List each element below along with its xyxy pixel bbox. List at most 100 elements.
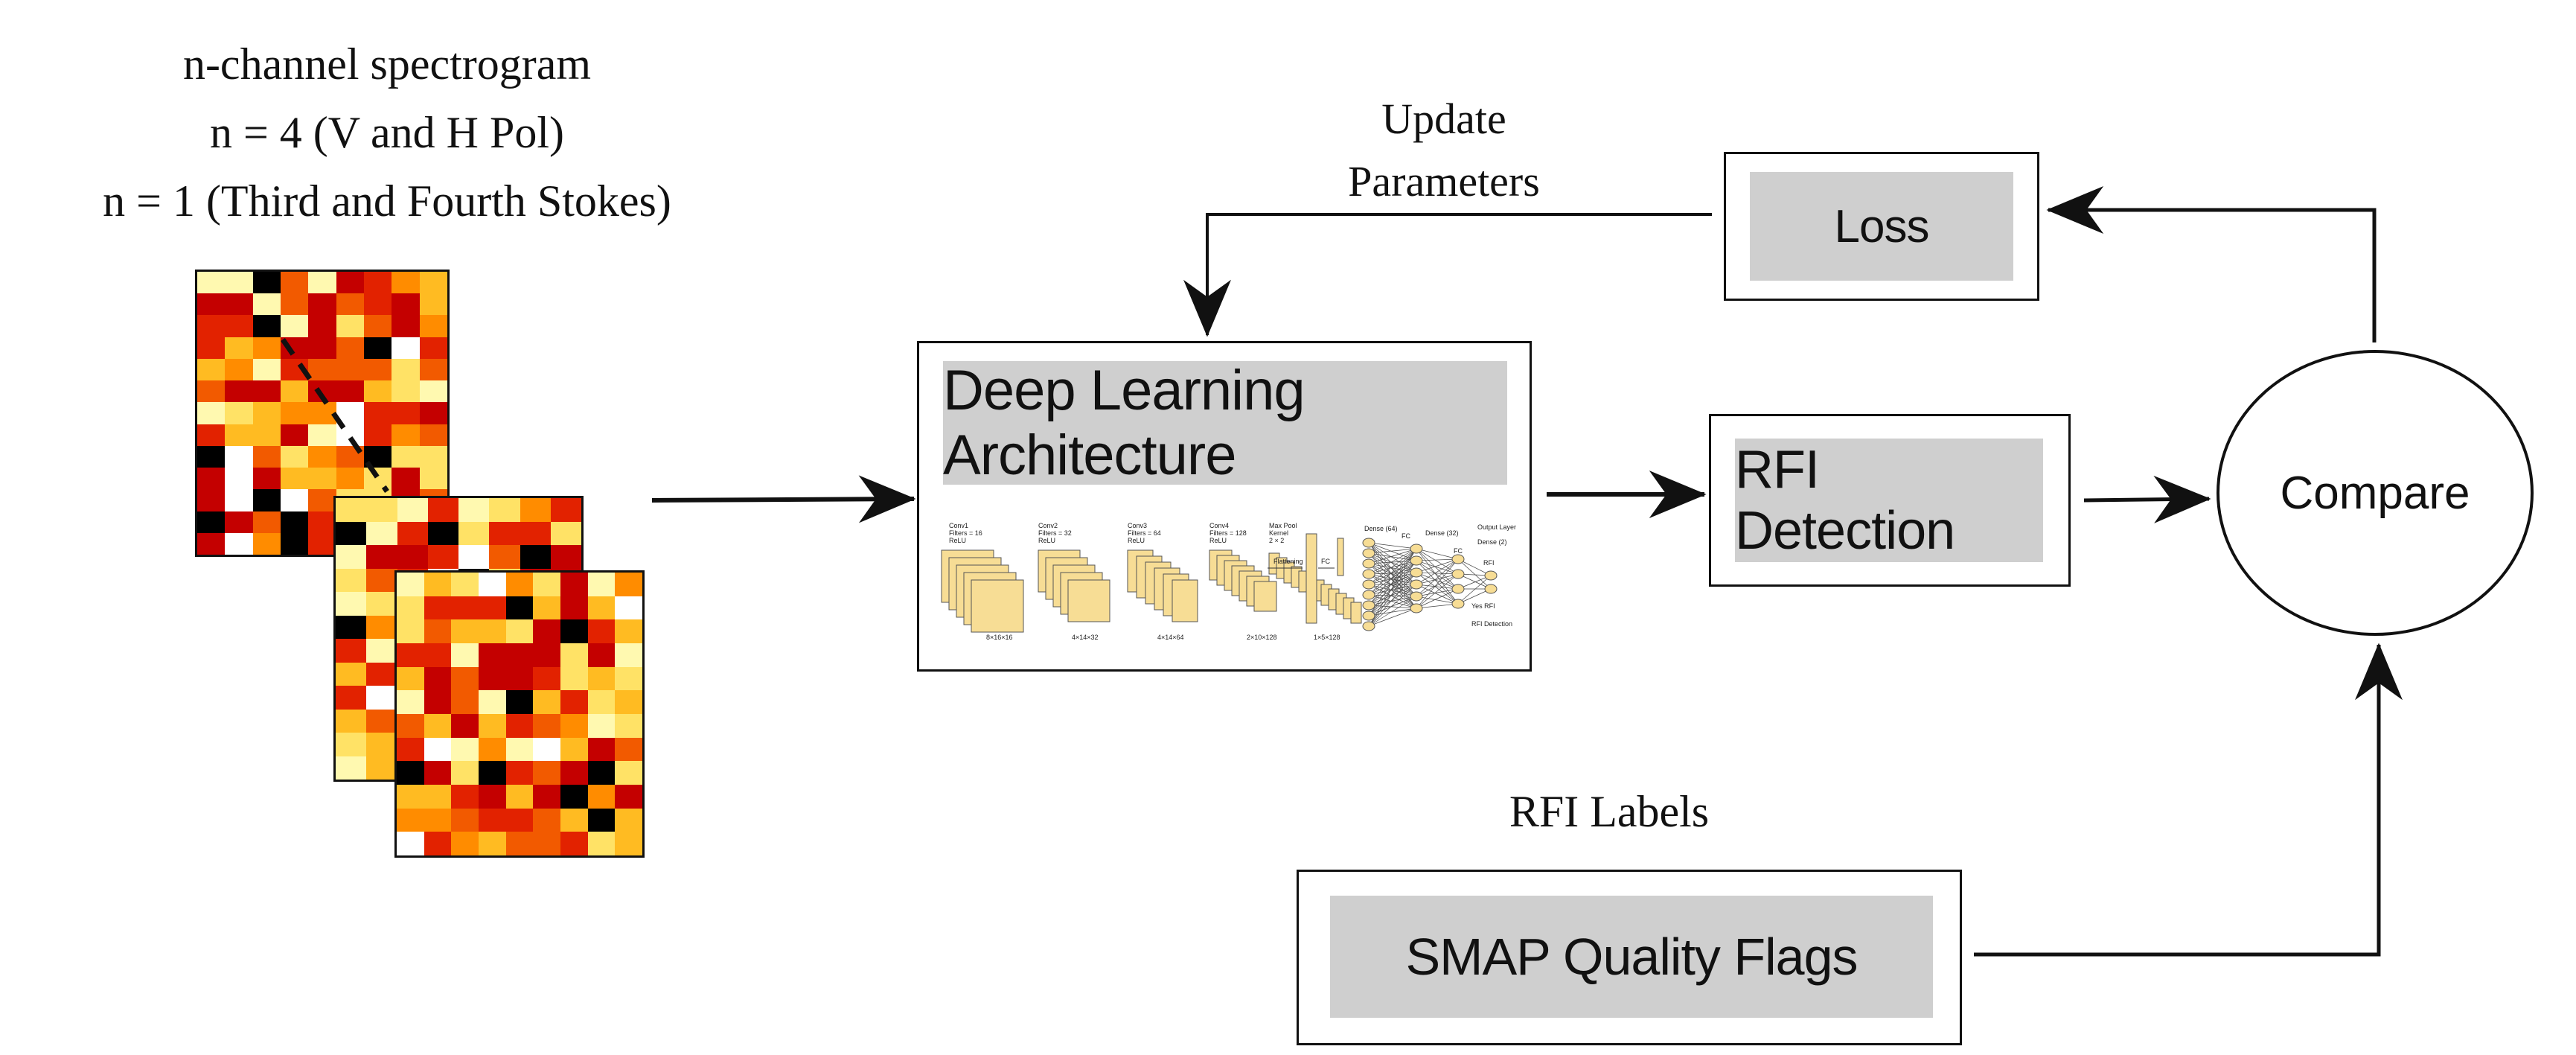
spectrogram-cell (225, 293, 253, 316)
spectrogram-cell (489, 498, 520, 522)
network-edge (1368, 573, 1417, 597)
arch-layer-5-name: Max Pool (1269, 522, 1297, 529)
arch-layer-1-detail1: Filters = 16 (949, 529, 982, 537)
spectrogram-cell (533, 619, 560, 643)
compare-ellipse: Compare (2217, 350, 2534, 636)
spectrogram-cell (505, 690, 534, 714)
arch-fc-label-3: FC (1454, 547, 1463, 555)
spectrogram-cell (225, 489, 253, 511)
spectrogram-cell (397, 784, 424, 809)
network-node (1362, 558, 1375, 569)
spectrogram-cell (505, 784, 534, 809)
network-edge (1368, 548, 1417, 627)
network-edge (1416, 558, 1459, 597)
network-edge (1416, 558, 1459, 585)
spectrogram-cell (560, 573, 588, 596)
arch-dense2-label: Dense (32) (1425, 529, 1459, 537)
spectrogram-cell (308, 402, 336, 424)
spectrogram-cell (308, 358, 336, 381)
spectrogram-cell (308, 272, 336, 294)
network-edge (1416, 560, 1459, 590)
spectrogram-cell (280, 293, 309, 316)
spectrogram-cell (424, 808, 452, 832)
network-edge (1368, 542, 1417, 609)
network-edge (1368, 560, 1417, 596)
spectrogram-cell (252, 380, 281, 403)
spectrogram-cell (280, 511, 309, 533)
spectrogram-cell (505, 596, 534, 620)
spectrogram-cell (397, 643, 424, 667)
spectrogram-title-line-3: n = 1 (Third and Fourth Stokes) (103, 176, 671, 226)
spectrogram-cell (505, 808, 534, 832)
spectrogram-cell (366, 568, 397, 592)
network-edge (1416, 548, 1459, 605)
deep-learning-architecture-label-box: Deep Learning Architecture (943, 359, 1507, 487)
rfi-detection-label: RFI Detection (1735, 440, 1955, 561)
network-edge (1368, 605, 1417, 609)
network-edge (1416, 572, 1459, 605)
spectrogram-cell (336, 592, 367, 616)
spectrogram-cell (479, 690, 506, 714)
network-edge (1368, 563, 1417, 573)
smap-quality-flags-label-box: SMAP Quality Flags (1330, 896, 1933, 1018)
spectrogram-cell (451, 573, 479, 596)
network-edge (1368, 552, 1417, 609)
arch-layer-4-detail1: Filters = 128 (1209, 529, 1247, 537)
spectrogram-cell (419, 468, 447, 490)
spectrogram-cell (505, 832, 534, 855)
network-node (1362, 611, 1375, 621)
spectrogram-cell (533, 808, 560, 832)
spectrogram-cell (419, 445, 447, 468)
spectrogram-cell (280, 468, 309, 490)
rfi-detection-box: RFI Detection (1709, 414, 2071, 587)
spectrogram-cell (197, 489, 226, 511)
network-edge (1457, 558, 1492, 576)
network-edge (1368, 572, 1417, 585)
network-edge (1416, 560, 1459, 605)
spectrogram-cell (336, 639, 367, 663)
spectrogram-cell (280, 402, 309, 424)
spectrogram-cell (615, 737, 642, 762)
spectrogram-cell (587, 808, 616, 832)
spectrogram-cell (458, 521, 490, 545)
spectrogram-cell (451, 596, 479, 620)
deep-learning-architecture-box: Deep Learning Architecture (917, 341, 1532, 672)
spectrogram-cell (363, 402, 392, 424)
spectrogram-cell (489, 545, 520, 569)
network-edge (1416, 588, 1459, 597)
spectrogram-cell (419, 424, 447, 446)
spectrogram-cell (225, 445, 253, 468)
spectrogram-cell (391, 315, 420, 337)
network-edge (1416, 558, 1459, 573)
spectrogram-cell (560, 713, 588, 738)
loss-box: Loss (1724, 152, 2039, 301)
spectrogram-cell (336, 337, 364, 359)
spectrogram-cell (225, 511, 253, 533)
spectrogram-cell (197, 272, 226, 294)
spectrogram-cell (424, 713, 452, 738)
network-edge (1368, 560, 1417, 616)
spectrogram-cell (427, 521, 458, 545)
spectrogram-cell (479, 737, 506, 762)
spectrogram-cell (308, 424, 336, 446)
spectrogram-cell (252, 337, 281, 359)
arch-layer-5-detail2: 2 × 2 (1269, 537, 1284, 544)
spectrogram-cell (197, 402, 226, 424)
spectrogram-cell (391, 468, 420, 490)
network-node (1362, 569, 1375, 579)
arch-layer-1-name: Conv1 (949, 522, 968, 529)
arch-layer-4-dims: 2×10×128 (1247, 634, 1277, 641)
spectrogram-cell (225, 468, 253, 490)
spectrogram-cell (197, 380, 226, 403)
network-node (1362, 600, 1375, 611)
spectrogram-cell (587, 832, 616, 855)
spectrogram-cell (308, 532, 336, 555)
spectrogram-cell (397, 619, 424, 643)
network-edge (1368, 548, 1417, 585)
spectrogram-cell (615, 619, 642, 643)
network-edge (1416, 584, 1459, 605)
arrow-loss-to-dl (1183, 213, 1712, 337)
spectrogram-cell (336, 568, 367, 592)
network-node (1410, 544, 1423, 554)
